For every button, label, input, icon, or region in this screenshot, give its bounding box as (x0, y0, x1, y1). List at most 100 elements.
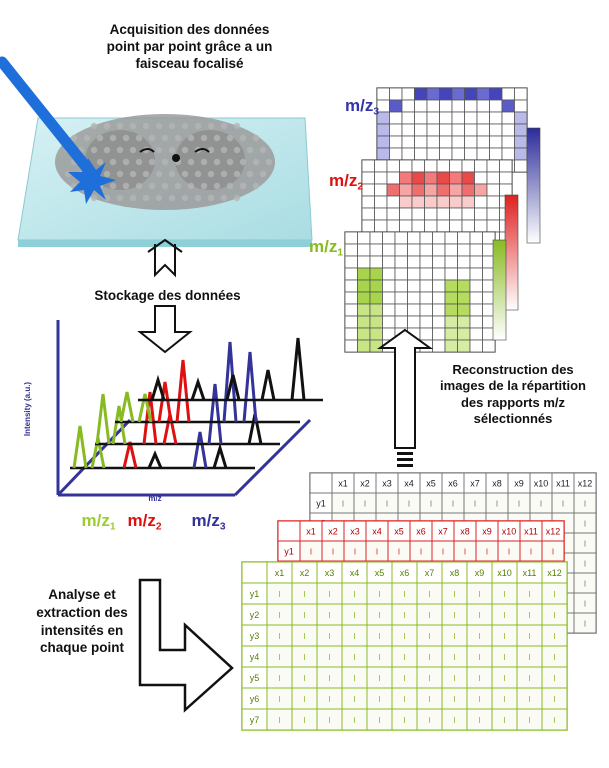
table-intensity-cell: I (553, 590, 555, 599)
grid-cell (514, 111, 528, 125)
grid-cell (426, 99, 440, 113)
table-intensity-cell: I (486, 548, 488, 557)
grid-cell (401, 99, 415, 113)
grid-cell (394, 315, 408, 329)
table-intensity-cell: I (378, 695, 380, 704)
table-intensity-cell: I (453, 632, 455, 641)
grid-cell (432, 243, 446, 257)
table-column-header: x12 (546, 527, 561, 537)
grid-cell (407, 303, 421, 317)
grid-cell (432, 315, 446, 329)
tissue-spot (96, 158, 104, 166)
grid-cell (501, 135, 515, 149)
image-label-mz3: m/z3 (342, 95, 382, 119)
table-intensity-cell: I (278, 653, 280, 662)
table-intensity-cell: I (528, 590, 530, 599)
grid-cell (461, 159, 475, 173)
grid-cell (419, 291, 433, 305)
grid-cell (449, 159, 463, 173)
spectrum-peak (122, 441, 138, 469)
grid-cell (486, 171, 500, 185)
grid-cell (426, 123, 440, 137)
table-intensity-cell: I (303, 590, 305, 599)
grid-cell (411, 207, 425, 221)
table-intensity-cell: I (303, 695, 305, 704)
tissue-spot (109, 134, 117, 142)
tissue-spot (116, 194, 124, 202)
spectrum-peak (190, 377, 206, 401)
table-intensity-cell: I (453, 611, 455, 620)
analysis-caption: Analyse et extraction des intensités en … (22, 586, 142, 657)
table-intensity-cell: I (584, 620, 586, 629)
tissue-spot (168, 170, 176, 178)
spectrum-peak (137, 393, 153, 423)
grid-cell (449, 171, 463, 185)
grid-cell (424, 171, 438, 185)
tissue-spot (220, 170, 228, 178)
table-intensity-cell: I (503, 611, 505, 620)
reconstruction-caption: Reconstruction des images de la répartit… (418, 362, 608, 427)
grid-cell (514, 159, 528, 173)
peak-label-mz1: m/z1 (76, 510, 121, 534)
tissue-spot (103, 146, 111, 154)
spectrum-peak (290, 337, 306, 401)
grid-cell (374, 183, 388, 197)
grid-cell (399, 195, 413, 209)
grid-cell (374, 159, 388, 173)
tissue-spot (122, 182, 130, 190)
grid-cell (444, 267, 458, 281)
image-label-sub: 3 (373, 106, 379, 118)
grid-cell (469, 339, 483, 353)
grid-cell (369, 327, 383, 341)
grid-cell (394, 303, 408, 317)
grid-cell (444, 243, 458, 257)
grid-cell (432, 327, 446, 341)
grid-cell (407, 243, 421, 257)
grid-cell (489, 87, 503, 101)
tissue-spot (135, 182, 143, 190)
grid-cell (482, 339, 496, 353)
table-column-header: x8 (492, 479, 502, 489)
color-scale-mz2 (504, 194, 519, 311)
grid-cell (386, 183, 400, 197)
table-intensity-cell: I (584, 520, 586, 529)
table-column-header: x3 (350, 527, 360, 537)
tissue-spot (142, 170, 150, 178)
tissue-spot (109, 158, 117, 166)
table-column-header: x4 (350, 568, 360, 578)
grid-cell (411, 159, 425, 173)
grid-cell (486, 195, 500, 209)
grid-cell (344, 255, 358, 269)
grid-cell (444, 291, 458, 305)
table-intensity-cell: I (303, 674, 305, 683)
spectrum-peak (175, 359, 191, 423)
table-column-header: x3 (382, 479, 392, 489)
acquisition-caption: Acquisition des données point par point … (92, 22, 287, 73)
table-intensity-cell: I (478, 632, 480, 641)
analysis-caption-line: Analyse et (48, 587, 116, 602)
table-intensity-cell: I (540, 500, 542, 509)
grid-cell (476, 99, 490, 113)
spectrum-peak (95, 393, 111, 445)
tissue-spot (187, 182, 195, 190)
table-intensity-cell: I (408, 500, 410, 509)
grid-cell (394, 279, 408, 293)
grid-cell (361, 207, 375, 221)
table-column-header: x2 (300, 568, 310, 578)
mass-spectrum (56, 320, 323, 497)
table-intensity-cell: I (378, 611, 380, 620)
spectrum-peak (72, 425, 88, 469)
grid-cell (469, 315, 483, 329)
tissue-spot (239, 158, 247, 166)
grid-cell (439, 99, 453, 113)
table-column-header: x9 (482, 527, 492, 537)
reconstruction-caption-line: images de la répartition (440, 378, 586, 394)
table-intensity-cell: I (278, 590, 280, 599)
down-arrow-acquisition (154, 244, 176, 278)
table-intensity-cell: I (528, 695, 530, 704)
grid-cell (439, 123, 453, 137)
table-column-header: x10 (534, 479, 549, 489)
grid-cell (414, 111, 428, 125)
ion-image-stack (344, 87, 541, 353)
